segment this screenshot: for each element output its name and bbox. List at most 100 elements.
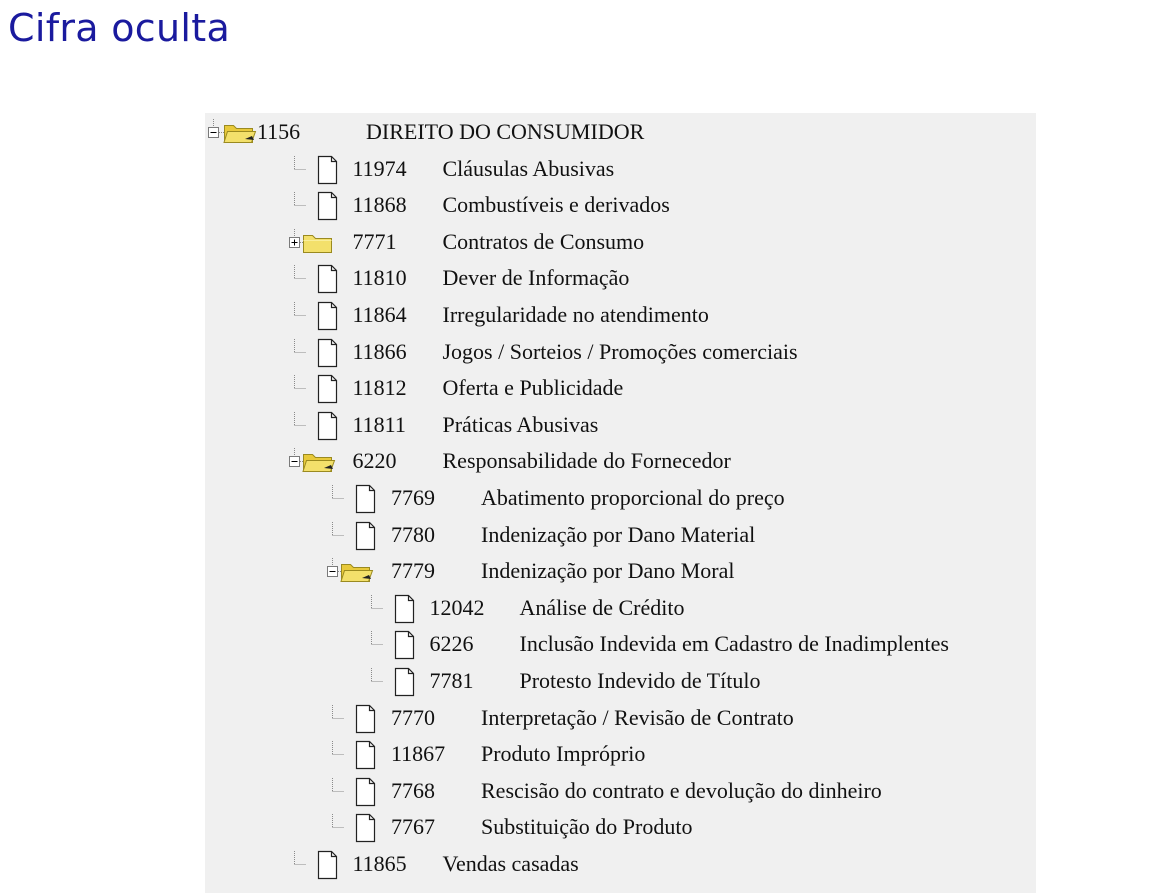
tree-node[interactable]: 11810 Dever de Informação	[244, 261, 1037, 297]
node-code: 11867	[391, 741, 446, 767]
node-code: 12042	[429, 594, 485, 620]
collapse-toggle-icon[interactable]	[208, 127, 219, 138]
node-code: 11811	[352, 411, 406, 437]
tree-node[interactable]: 7780 Indenização por Dano Material	[282, 518, 1036, 554]
tree-connector-icon	[293, 302, 306, 316]
document-icon	[317, 155, 337, 184]
node-code: 11974	[352, 155, 407, 181]
node-label: Cláusulas Abusivas	[442, 155, 615, 181]
tree-connector-icon	[293, 375, 306, 390]
tree-node[interactable]: 11865 Vendas casadas	[244, 847, 1037, 883]
document-icon	[317, 411, 337, 440]
tree-connector-icon	[332, 521, 344, 536]
tree-connector-icon	[370, 594, 383, 609]
node-label: Dever de Informação	[442, 265, 630, 291]
document-icon	[355, 521, 376, 550]
node-label: Irregularidade no atendimento	[442, 302, 709, 327]
document-icon	[355, 777, 376, 806]
tree-node[interactable]: 7771 Contratos de Consumo	[244, 225, 1037, 261]
tree-node[interactable]: 11811 Práticas Abusivas	[244, 408, 1037, 444]
node-label: Substituição do Produto	[481, 814, 693, 840]
node-label: Vendas casadas	[442, 851, 579, 876]
tree-node[interactable]: 11812 Oferta e Publicidade	[244, 371, 1037, 407]
node-label: Abatimento proporcional do preço	[481, 485, 785, 510]
node-label: Interpretação / Revisão de Contrato	[481, 704, 794, 730]
node-code: 11865	[352, 851, 407, 876]
tree-node[interactable]: 11974 Cláusulas Abusivas	[244, 152, 1037, 188]
tree-connector-icon	[293, 411, 306, 426]
node-label: Oferta e Publicidade	[442, 375, 624, 401]
node-code: 6220	[352, 448, 397, 474]
tree-connector-icon	[332, 741, 344, 756]
tree-node[interactable]: 7770 Interpretação / Revisão de Contrato	[282, 701, 1036, 737]
node-label: DIREITO DO CONSUMIDOR	[366, 119, 645, 144]
node-code: 7779	[391, 558, 435, 584]
tree-connector-icon	[293, 851, 306, 865]
document-icon	[355, 484, 376, 514]
node-code: 11866	[352, 338, 407, 364]
node-code: 7769	[391, 485, 435, 510]
tree-node[interactable]: 12042 Análise de Crédito	[321, 591, 1037, 627]
tree-view: 1156 DIREITO DO CONSUMIDOR 11974 Cláusulas …	[205, 113, 1036, 893]
node-code: 7767	[391, 814, 435, 840]
tree-node[interactable]: 11866 Jogos / Sorteios / Promoções comerc…	[244, 335, 1037, 371]
document-icon	[394, 667, 414, 697]
tree-node[interactable]: 7779 Indenização por Dano Moral	[282, 554, 1036, 590]
document-icon	[355, 704, 376, 733]
document-icon	[317, 265, 337, 294]
node-label: Práticas Abusivas	[442, 411, 599, 437]
node-code: 7770	[391, 704, 435, 730]
node-code: 1156	[257, 119, 301, 144]
node-label: Indenização por Dano Moral	[481, 558, 735, 584]
tree-node[interactable]: 11864 Irregularidade no atendimento	[244, 298, 1037, 334]
document-icon	[317, 375, 337, 404]
node-label: Protesto Indevido de Título	[519, 668, 761, 693]
node-code: 11812	[352, 375, 407, 401]
tree-node[interactable]: 7781 Protesto Indevido de Título	[321, 664, 1037, 700]
document-icon	[355, 814, 376, 843]
tree-connector-icon	[293, 192, 306, 207]
node-code: 11810	[352, 265, 407, 291]
document-icon	[317, 850, 337, 880]
node-label: Produto Impróprio	[481, 741, 646, 767]
tree-node[interactable]: 1156 DIREITO DO CONSUMIDOR	[205, 115, 1036, 151]
node-label: Análise de Crédito	[519, 594, 685, 620]
tree-connector-icon	[293, 265, 306, 280]
document-icon	[355, 741, 376, 770]
node-code: 7781	[429, 668, 474, 693]
tree-connector-icon	[370, 631, 383, 646]
page-title: Cifra oculta	[8, 6, 231, 50]
tree-connector-icon	[370, 668, 383, 682]
node-code: 7771	[352, 228, 397, 254]
node-code: 11864	[352, 302, 407, 327]
tree-connector-icon	[293, 155, 306, 170]
tree-node[interactable]: 6220 Responsabilidade do Fornecedor	[244, 444, 1037, 480]
document-icon	[394, 631, 414, 660]
tree-connector-icon	[332, 704, 344, 719]
document-icon	[317, 301, 337, 331]
node-code: 11868	[352, 192, 407, 218]
node-label: Indenização por Dano Material	[481, 521, 756, 547]
node-label: Responsabilidade do Fornecedor	[442, 448, 731, 474]
folder-icon	[302, 234, 332, 253]
collapse-toggle-icon[interactable]	[327, 566, 338, 578]
node-code: 6226	[429, 631, 474, 657]
tree-connector-icon	[332, 777, 344, 792]
node-code: 7768	[391, 777, 435, 803]
expand-toggle-icon[interactable]	[288, 236, 300, 248]
document-icon	[317, 338, 337, 367]
folder-open-icon	[223, 125, 257, 143]
document-icon	[317, 192, 337, 221]
tree-node[interactable]: 7767 Substituição do Produto	[282, 810, 1036, 846]
node-code: 7780	[391, 521, 435, 547]
tree-node[interactable]: 11867 Produto Impróprio	[282, 737, 1036, 773]
node-label: Jogos / Sorteios / Promoções comerciais	[442, 338, 798, 364]
tree-connector-icon	[332, 485, 344, 499]
collapse-toggle-icon[interactable]	[288, 456, 300, 468]
tree-node[interactable]: 7769 Abatimento proporcional do preço	[282, 481, 1036, 517]
node-label: Contratos de Consumo	[442, 228, 645, 254]
folder-open-icon	[340, 564, 374, 583]
